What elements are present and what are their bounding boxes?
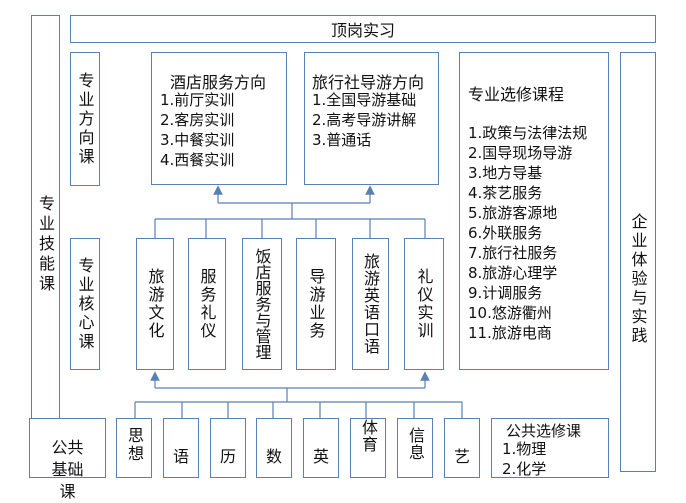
public-subject-box: 艺 [444,418,480,478]
core-subject-guide-business: 导游业务 [296,238,336,370]
public-elective-item: 2.化学 [502,460,547,478]
elective-item: 1.政策与法律法规 [468,124,588,142]
public-subject-label: 艺 [453,447,470,466]
hotel-direction-box: 酒店服务方向 1.前厅实训 2.客房实训 3.中餐实训 4.西餐实训 [151,52,287,185]
hotel-item: 1.前厅实训 [160,91,235,109]
travel-item: 3.普通话 [312,131,372,149]
enterprise-practice-label: 企业体验与实践 [628,213,648,346]
core-subject-label: 饭店服务与管理 [252,248,272,360]
elective-item: 5.旅游客源地 [468,204,558,222]
top-internship-bar: 顶岗实习 [70,15,656,43]
public-subject-label: 思想 [125,427,144,463]
direction-course-box: 专业方向课 [70,52,100,186]
core-course-box: 专业核心课 [70,238,100,370]
public-electives-list: 1.物理 2.化学 [502,439,546,479]
core-subject-tourism-english: 旅游英语口语 [352,238,389,370]
travel-item: 1.全国导游基础 [312,91,417,109]
core-subject-hotel-management: 饭店服务与管理 [242,238,282,370]
elective-item: 4.茶艺服务 [468,184,543,202]
public-elective-item: 1.物理 [502,440,547,458]
direction-course-label: 专业方向课 [75,71,95,167]
public-subject-box: 信息 [397,418,433,478]
core-subject-label: 礼仪实训 [414,268,434,340]
hotel-item: 4.西餐实训 [160,151,235,169]
public-subject-box: 英 [303,418,339,478]
professional-electives-list: 1.政策与法律法规 2.国导现场导游 3.地方导基 4.茶艺服务 5.旅游客源地… [468,123,587,343]
public-electives-box: 公共选修课 1.物理 2.化学 [491,418,609,478]
core-subject-label: 旅游文化 [145,268,165,340]
professional-skills-column: 专业技能课 [31,15,60,475]
connector-lines [134,185,463,418]
elective-item: 10.悠游衢州 [468,304,552,322]
professional-electives-title: 专业选修课程 [468,85,565,104]
public-subject-label: 英 [312,447,329,466]
hotel-direction-list: 1.前厅实训 2.客房实训 3.中餐实训 4.西餐实训 [160,90,234,170]
core-subject-etiquette-training: 礼仪实训 [404,238,444,370]
enterprise-practice-column: 企业体验与实践 [620,52,656,472]
elective-item: 11.旅游电商 [468,324,552,342]
travel-direction-box: 旅行社导游方向 1.全国导游基础 2.高考导游讲解 3.普通话 [304,52,439,185]
public-subject-box: 语 [163,418,199,478]
core-subject-label: 服务礼仪 [197,268,217,340]
elective-item: 9.计调服务 [468,284,543,302]
hotel-item: 2.客房实训 [160,111,235,129]
travel-direction-title: 旅行社导游方向 [312,73,425,92]
public-basics-box: 公共基础课 [29,418,106,501]
public-basics-label: 公共基础课 [51,438,84,501]
hotel-direction-title: 酒店服务方向 [170,73,267,92]
hotel-item: 3.中餐实训 [160,131,235,149]
professional-skills-label: 专业技能课 [36,195,55,295]
public-subject-label: 语 [172,447,189,466]
public-subject-box: 历 [210,418,246,478]
public-subject-label: 数 [265,447,282,466]
travel-direction-list: 1.全国导游基础 2.高考导游讲解 3.普通话 [312,90,416,150]
public-electives-title: 公共选修课 [506,422,582,440]
elective-item: 8.旅游心理学 [468,264,558,282]
public-subject-box: 体育 [350,418,386,478]
public-subject-label: 信息 [406,427,425,461]
public-subject-label: 体育 [359,419,378,453]
core-subject-tourism-culture: 旅游文化 [136,238,174,370]
elective-item: 3.地方导基 [468,164,543,182]
elective-item: 2.国导现场导游 [468,144,573,162]
elective-item: 6.外联服务 [468,224,543,242]
core-course-label: 专业核心课 [75,256,95,352]
public-subject-box: 数 [256,418,292,478]
top-internship-label: 顶岗实习 [330,21,395,40]
core-subject-label: 旅游英语口语 [361,253,380,355]
core-subject-service-etiquette: 服务礼仪 [188,238,226,370]
travel-item: 2.高考导游讲解 [312,111,417,129]
professional-electives-box: 专业选修课程 1.政策与法律法规 2.国导现场导游 3.地方导基 4.茶艺服务 … [459,52,609,370]
public-subject-label: 历 [219,447,236,466]
elective-item: 7.旅行社服务 [468,244,558,262]
core-subject-label: 导游业务 [306,268,326,340]
public-subject-box: 思想 [116,418,152,478]
